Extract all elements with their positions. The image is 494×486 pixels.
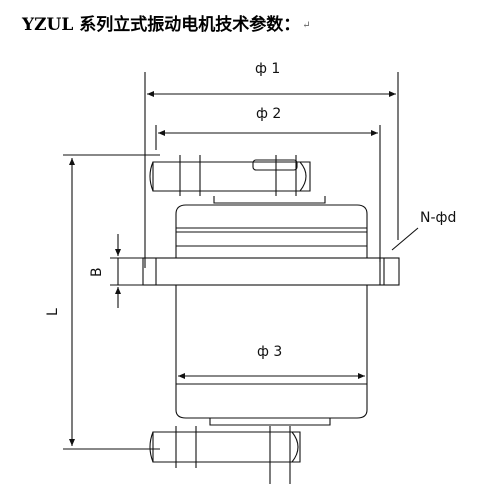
dimension-height: L <box>45 154 160 450</box>
phi3-label: ф 3 <box>257 344 282 360</box>
bottom-bracket <box>152 431 301 463</box>
dimension-phi1: ф 1 <box>144 61 399 268</box>
title-text: YZUL 系列立式振动电机技术参数： <box>22 15 301 35</box>
bracket-edge <box>149 431 154 463</box>
bracket-edge <box>299 161 307 192</box>
paragraph-mark-icon: ↵ <box>302 20 311 31</box>
bracket-edge <box>149 161 154 192</box>
lower-housing: ф 3 <box>175 285 368 419</box>
height-label: L <box>45 308 61 316</box>
housing-outline <box>175 204 368 258</box>
flange-plate <box>142 257 400 286</box>
top-cover-rim <box>213 196 326 204</box>
upper-housing <box>175 204 368 258</box>
holes-label: N-фd <box>420 210 456 226</box>
bottom-mount <box>149 418 331 484</box>
phi2-label: ф 2 <box>256 106 281 122</box>
dimension-flange: B <box>89 234 144 308</box>
top-mount <box>149 155 326 204</box>
phi1-label: ф 1 <box>255 61 280 77</box>
leader-line <box>391 227 419 251</box>
bottom-cover-rim <box>209 418 331 426</box>
flange-label: B <box>89 267 105 277</box>
shaft-cap <box>252 159 298 171</box>
mounting-flange: N-фd <box>142 210 456 286</box>
dimension-phi2: ф 2 <box>155 106 381 262</box>
bracket-edge <box>291 431 299 463</box>
top-bracket <box>152 161 311 192</box>
housing-outline <box>175 285 368 419</box>
page-title: YZUL 系列立式振动电机技术参数：↵ <box>22 10 311 35</box>
